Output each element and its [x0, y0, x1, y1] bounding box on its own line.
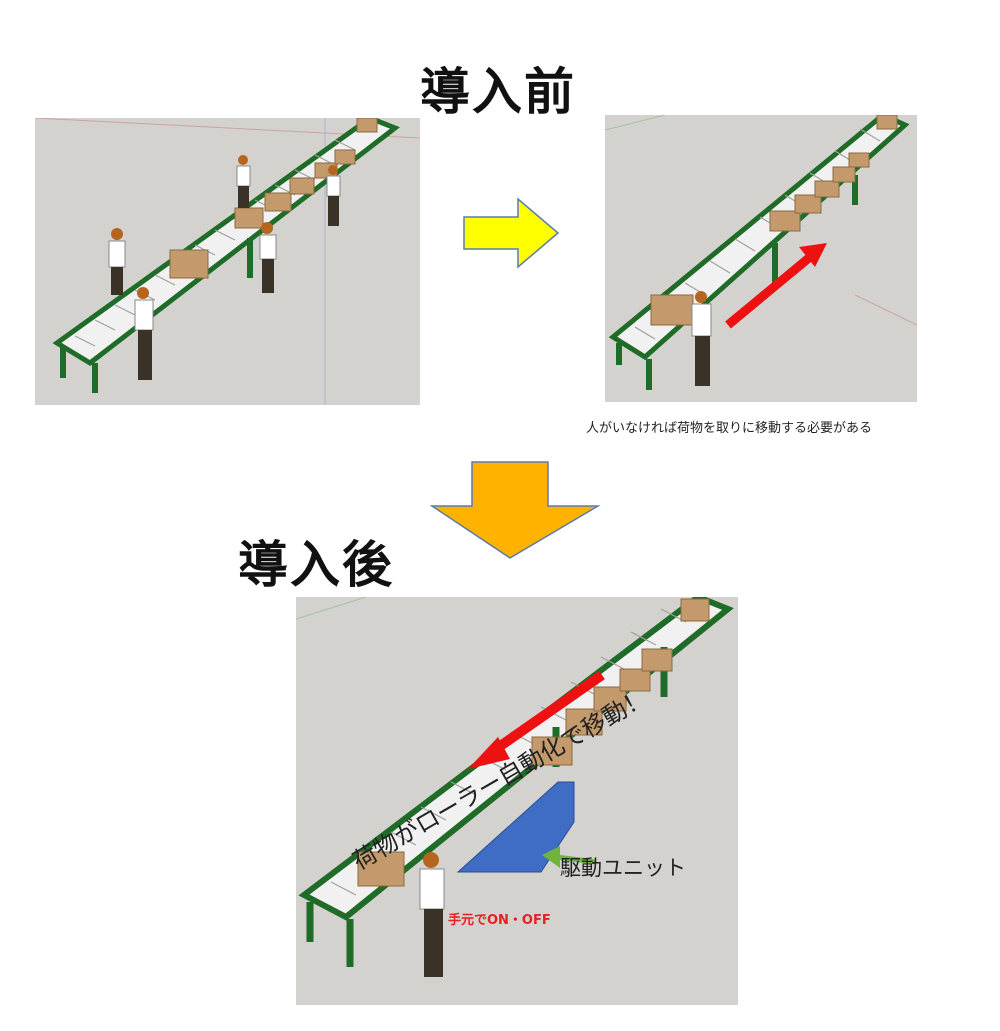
down-arrow-icon	[430, 461, 601, 559]
heading-before: 導入前	[420, 63, 576, 121]
conveyor-scene-after	[296, 597, 734, 977]
green-pointer-arrow	[542, 846, 597, 868]
label-drive-unit: 駆動ユニット	[560, 856, 686, 880]
right-arrow-icon	[463, 197, 560, 269]
heading-after: 導入後	[238, 536, 394, 594]
scene-after-automated	[296, 597, 738, 1005]
red-arrow-backward	[468, 670, 605, 769]
worker-icon	[108, 155, 341, 380]
box-icon	[169, 118, 378, 279]
conveyor-scene-single	[605, 115, 917, 390]
scene-before-manual	[35, 118, 420, 405]
drive-unit	[456, 781, 575, 873]
conveyor-scene-before	[35, 118, 420, 405]
caption-before-note: 人がいなければ荷物を取りに移動する必要がある	[586, 421, 873, 436]
label-hand-switch: 手元でON・OFF	[448, 913, 551, 928]
scene-before-single	[605, 115, 917, 402]
red-arrow-forward	[725, 243, 827, 329]
